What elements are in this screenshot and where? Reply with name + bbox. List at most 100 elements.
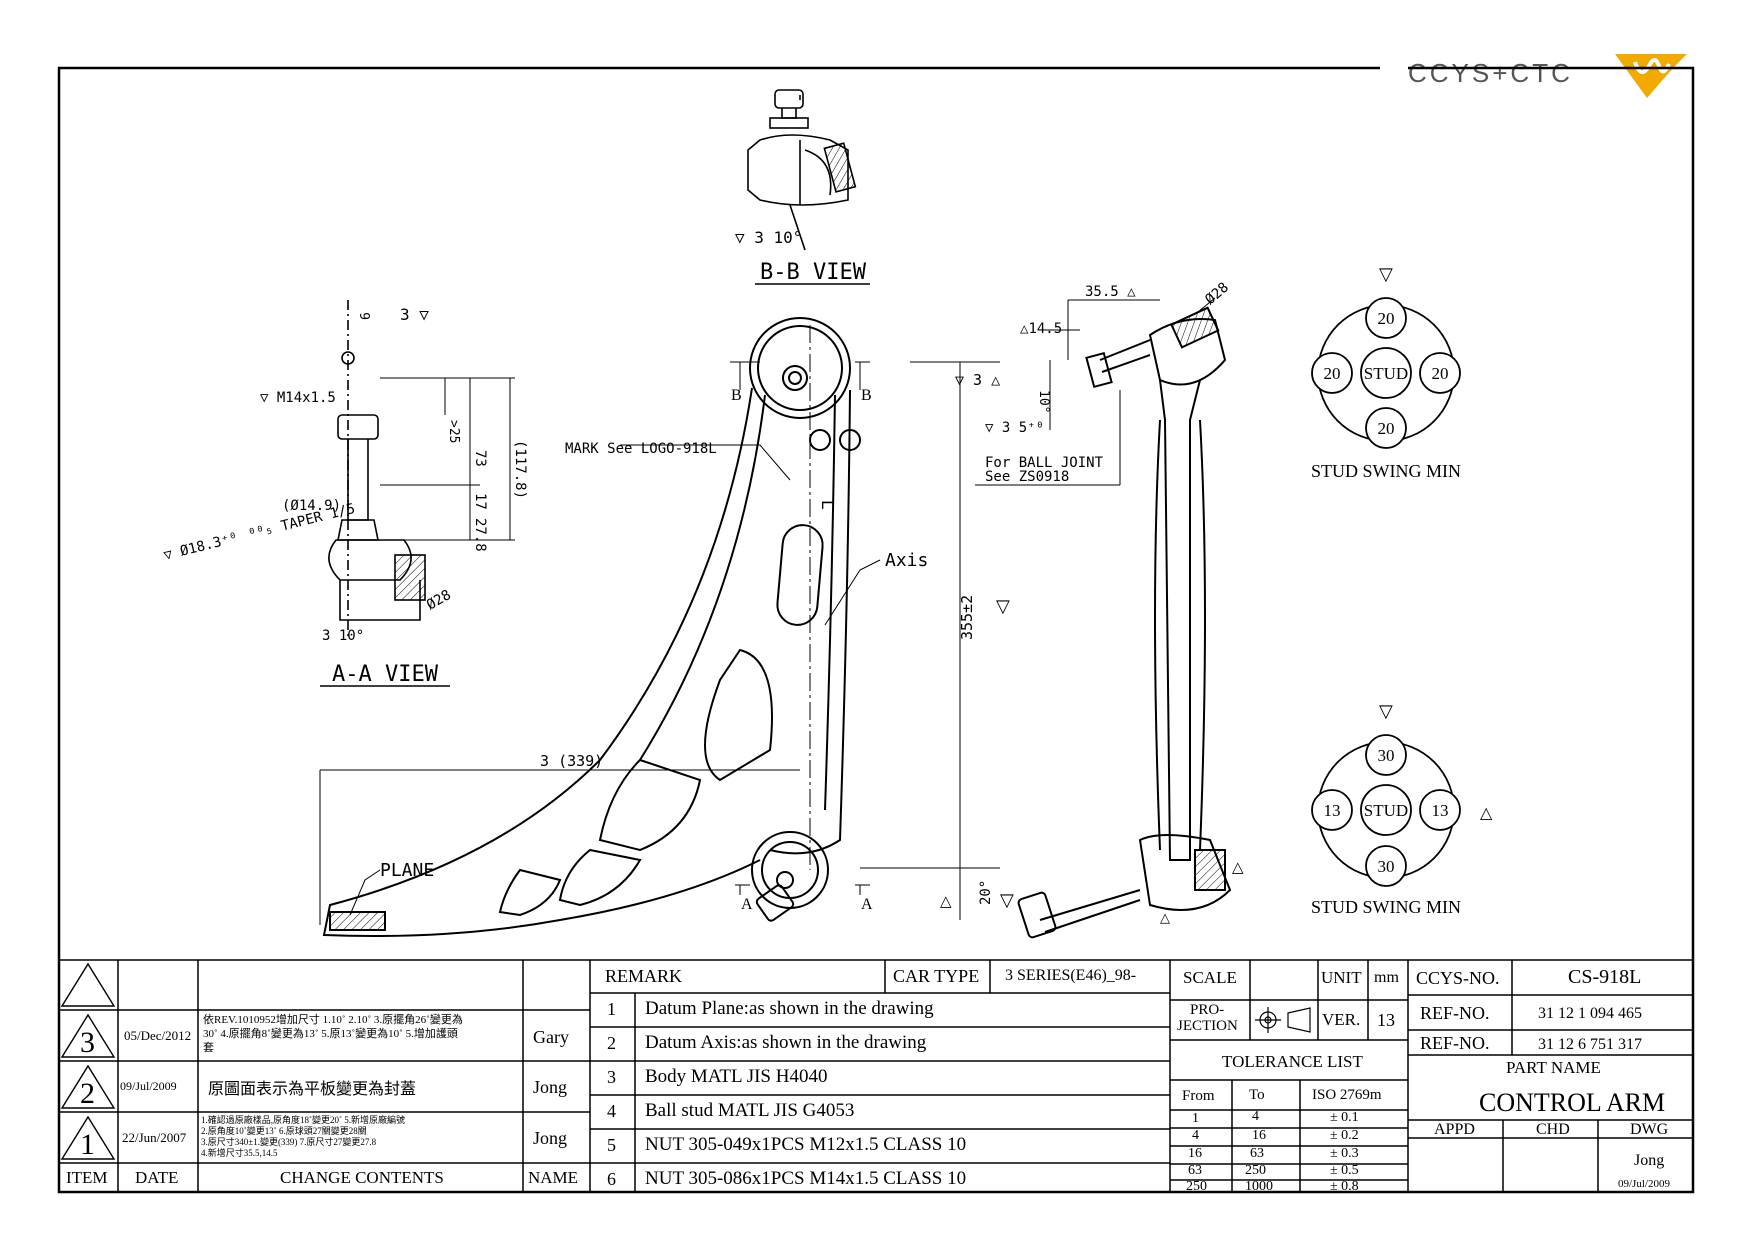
car-type-value: 3 SERIES(E46)_98- [1005,967,1137,984]
dim-28a: Ø28 [424,587,454,614]
plane-label: PLANE [380,860,434,881]
remark-no-5: 5 [607,1135,616,1155]
part-name-label: PART NAME [1506,1058,1601,1077]
l-mark: L [818,500,837,510]
remark-text-2: Datum Axis:as shown in the drawing [645,1032,927,1053]
projection-label-2: JECTION [1177,1018,1238,1034]
swing-top-down: 20 [1378,419,1395,438]
dim-339: 3 (339) [540,752,603,770]
dim-149: (Ø14.9) [282,498,341,514]
part-name-value: CONTROL ARM [1479,1088,1666,1117]
rev-header-item: ITEM [66,1168,108,1187]
remark-text-6: NUT 305-086x1PCS M14x1.5 CLASS 10 [645,1168,967,1189]
dim-6: 6 [359,312,374,320]
swing-bottom-right: 13 [1432,801,1449,820]
remark-no-6: 6 [607,1169,616,1189]
swing-top-right: 20 [1432,364,1449,383]
version-label: VER. [1322,1010,1361,1029]
tol-from-4: 63 [1188,1163,1202,1178]
dim-25: >25 [446,420,461,443]
rev-name-2: Jong [533,1077,568,1097]
ref-label-1: REF-NO. [1420,1003,1490,1023]
draw-date: 09/Jul/2009 [1618,1178,1670,1190]
side-rev-mark: △ [1232,860,1244,876]
rev-name-3: Gary [533,1027,569,1047]
dwg-label: DWG [1630,1121,1669,1138]
chd-label: CHD [1536,1121,1570,1138]
bb-angle-note: ▽ 3 10° [735,228,802,247]
unit-value: mm [1374,969,1399,986]
remark-no-2: 2 [607,1033,616,1053]
dim-20: 20° [978,880,994,905]
bb-view-drawing [747,89,857,251]
bb-view-label: B-B VIEW [760,260,867,285]
swing-top-label: STUD SWING MIN [1311,461,1461,481]
mark-note: MARK See LOGO-918L [565,441,717,457]
rev-change-1d: 4.新增尺寸35.5,14.5 [201,1148,278,1158]
swing-top-left: 20 [1324,364,1341,383]
datum-symbol-2: ▽ [1000,890,1014,910]
aa-view-drawing [328,300,426,640]
swing-bottom-down: 30 [1378,857,1395,876]
revision-triangles [60,962,116,1160]
tol-to-1: 4 [1252,1109,1259,1124]
stud-swing-top [1311,297,1461,449]
tol-value-1: ± 0.1 [1330,1110,1359,1125]
remark-text-3: Body MATL JIS H4040 [645,1066,828,1087]
dim-145: △14.5 [1020,321,1062,337]
swing-bottom-left: 13 [1324,801,1341,820]
tol-from-2: 4 [1192,1128,1199,1143]
rev-item-1: 1 [80,1128,95,1161]
remark-title: REMARK [605,966,683,986]
ccys-number: CS-918L [1568,966,1642,988]
rev-header-name: NAME [528,1168,579,1187]
drawer-name: Jong [1634,1152,1665,1169]
rev-date-2: 09/Jul/2009 [120,1079,177,1093]
tol-value-5: ± 0.8 [1330,1179,1359,1194]
tol-value-3: ± 0.3 [1330,1146,1359,1161]
aa-angle-note: 3 10° [322,628,364,644]
remark-no-3: 3 [607,1067,616,1087]
stud-swing-bottom [1311,734,1461,887]
aa-thread-note: ▽ M14x1.5 [260,390,336,406]
appd-label: APPD [1434,1121,1475,1138]
rev-change-1b: 2.原角度10˚變更13˚ 6.原球頭27關變更28關 [201,1126,367,1136]
ref-number-1: 31 12 1 094 465 [1538,1005,1642,1022]
main-dimensions [319,361,1000,925]
rev-header-change: CHANGE CONTENTS [280,1168,444,1187]
logo-mark-icon [1615,54,1687,98]
side-rev-mark-3: △ [1160,910,1170,925]
scale-label: SCALE [1183,968,1237,987]
side-view-drawing [1017,306,1232,939]
top-datum-symbols: ▽ 3 △ [955,371,1000,389]
tol-to-2: 16 [1252,1128,1266,1143]
rev-change-1a: 1.確認過原廠樣品,原角度18˚變更20˚ 5.新增原廠編號 [201,1115,405,1125]
title-block-grid [59,959,1693,1192]
rev-date-1: 22/Jun/2007 [122,1130,187,1145]
tol-to-3: 63 [1250,1146,1264,1161]
control-arm-drawing [322,317,861,937]
datum-small-left: △ [940,894,952,910]
projection-label-1: PRO- [1190,1002,1225,1018]
aa-view-label: A-A VIEW [332,662,439,687]
tol-to-4: 250 [1245,1163,1266,1178]
swing-top-up: 20 [1378,309,1395,328]
tol-to-5: 1000 [1245,1179,1273,1194]
rev-change-1c: 3.原尺寸340±1.變更(339) 7.原尺寸27變更27.8 [201,1137,377,1147]
swing-top-datum: ▽ [1379,264,1393,284]
tol-from-1: 1 [1192,1111,1199,1126]
remark-no-1: 1 [607,999,616,1019]
section-a-left: A [741,896,753,913]
tol-header-from: From [1182,1088,1215,1104]
rev-change-3a: 依REV.1010952增加尺寸 1.10˚ 2.10˚ 3.原擺角26˚變更為 [203,1014,463,1026]
swing-bottom-center: STUD [1364,801,1408,820]
rev-item-2: 2 [80,1077,95,1110]
unit-label: UNIT [1321,968,1362,987]
rev-name-1: Jong [533,1128,568,1148]
rev-change-3c: 套 [203,1042,214,1054]
sheet-border [57,66,1695,1194]
rev-header-date: DATE [135,1168,179,1187]
dim-355b: 35.5 △ [1085,284,1136,300]
